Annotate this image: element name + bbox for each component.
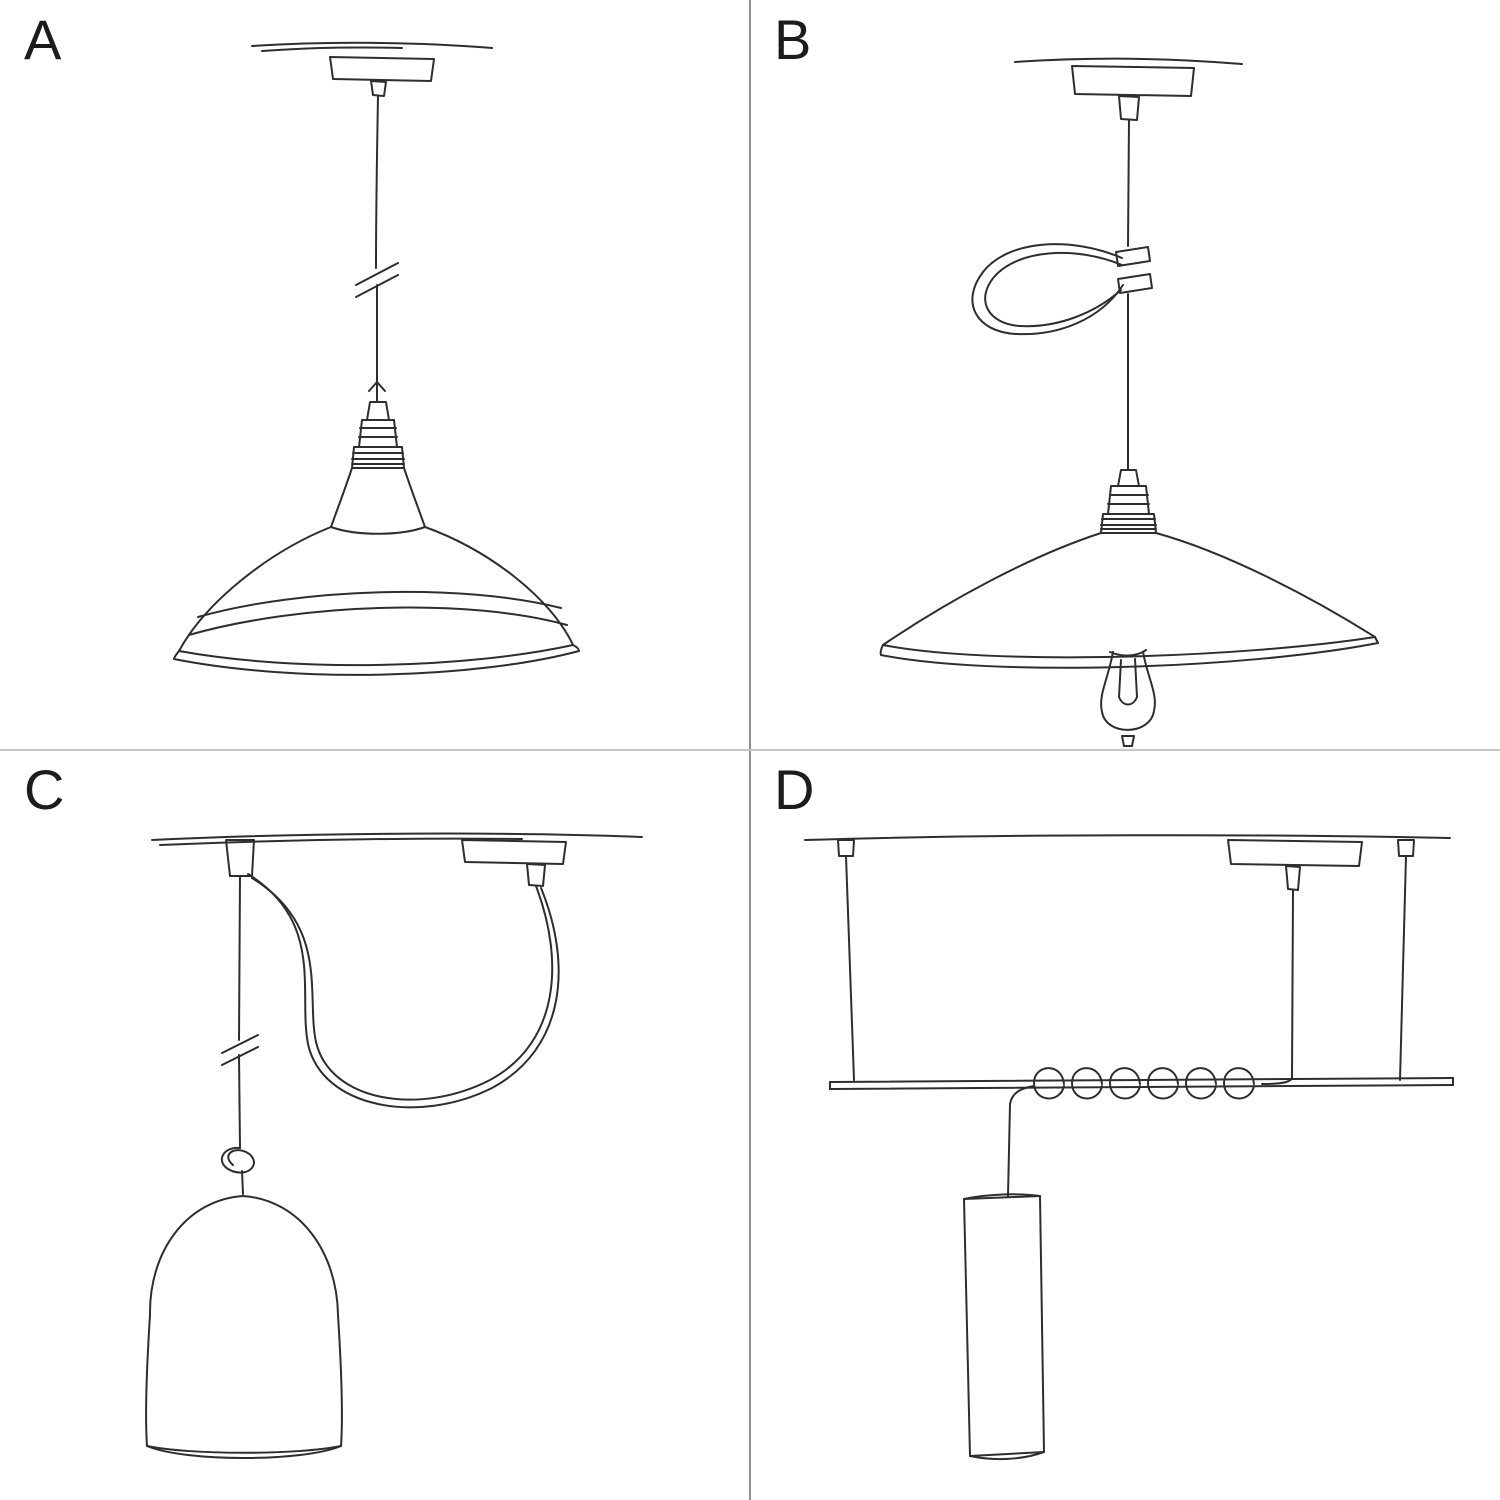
panel-d-label: D [774,758,816,821]
panel-c: C [0,750,750,1500]
panel-a: A [0,0,750,750]
pendant-swag-hook-bell-shade-sketch [145,832,643,1459]
horizontal-divider [0,749,1500,751]
panel-a-label: A [24,8,63,71]
pendant-bar-coiled-cable-cylinder-sketch [804,834,1454,1461]
panel-c-label: C [24,758,66,821]
panel-b-label: B [774,8,813,71]
panel-b: B [750,0,1500,750]
pendant-plate-shade-bulb-loop-sketch [879,57,1379,747]
panel-d: D [750,750,1500,1500]
pendant-bowl-shade-sketch [173,41,580,676]
